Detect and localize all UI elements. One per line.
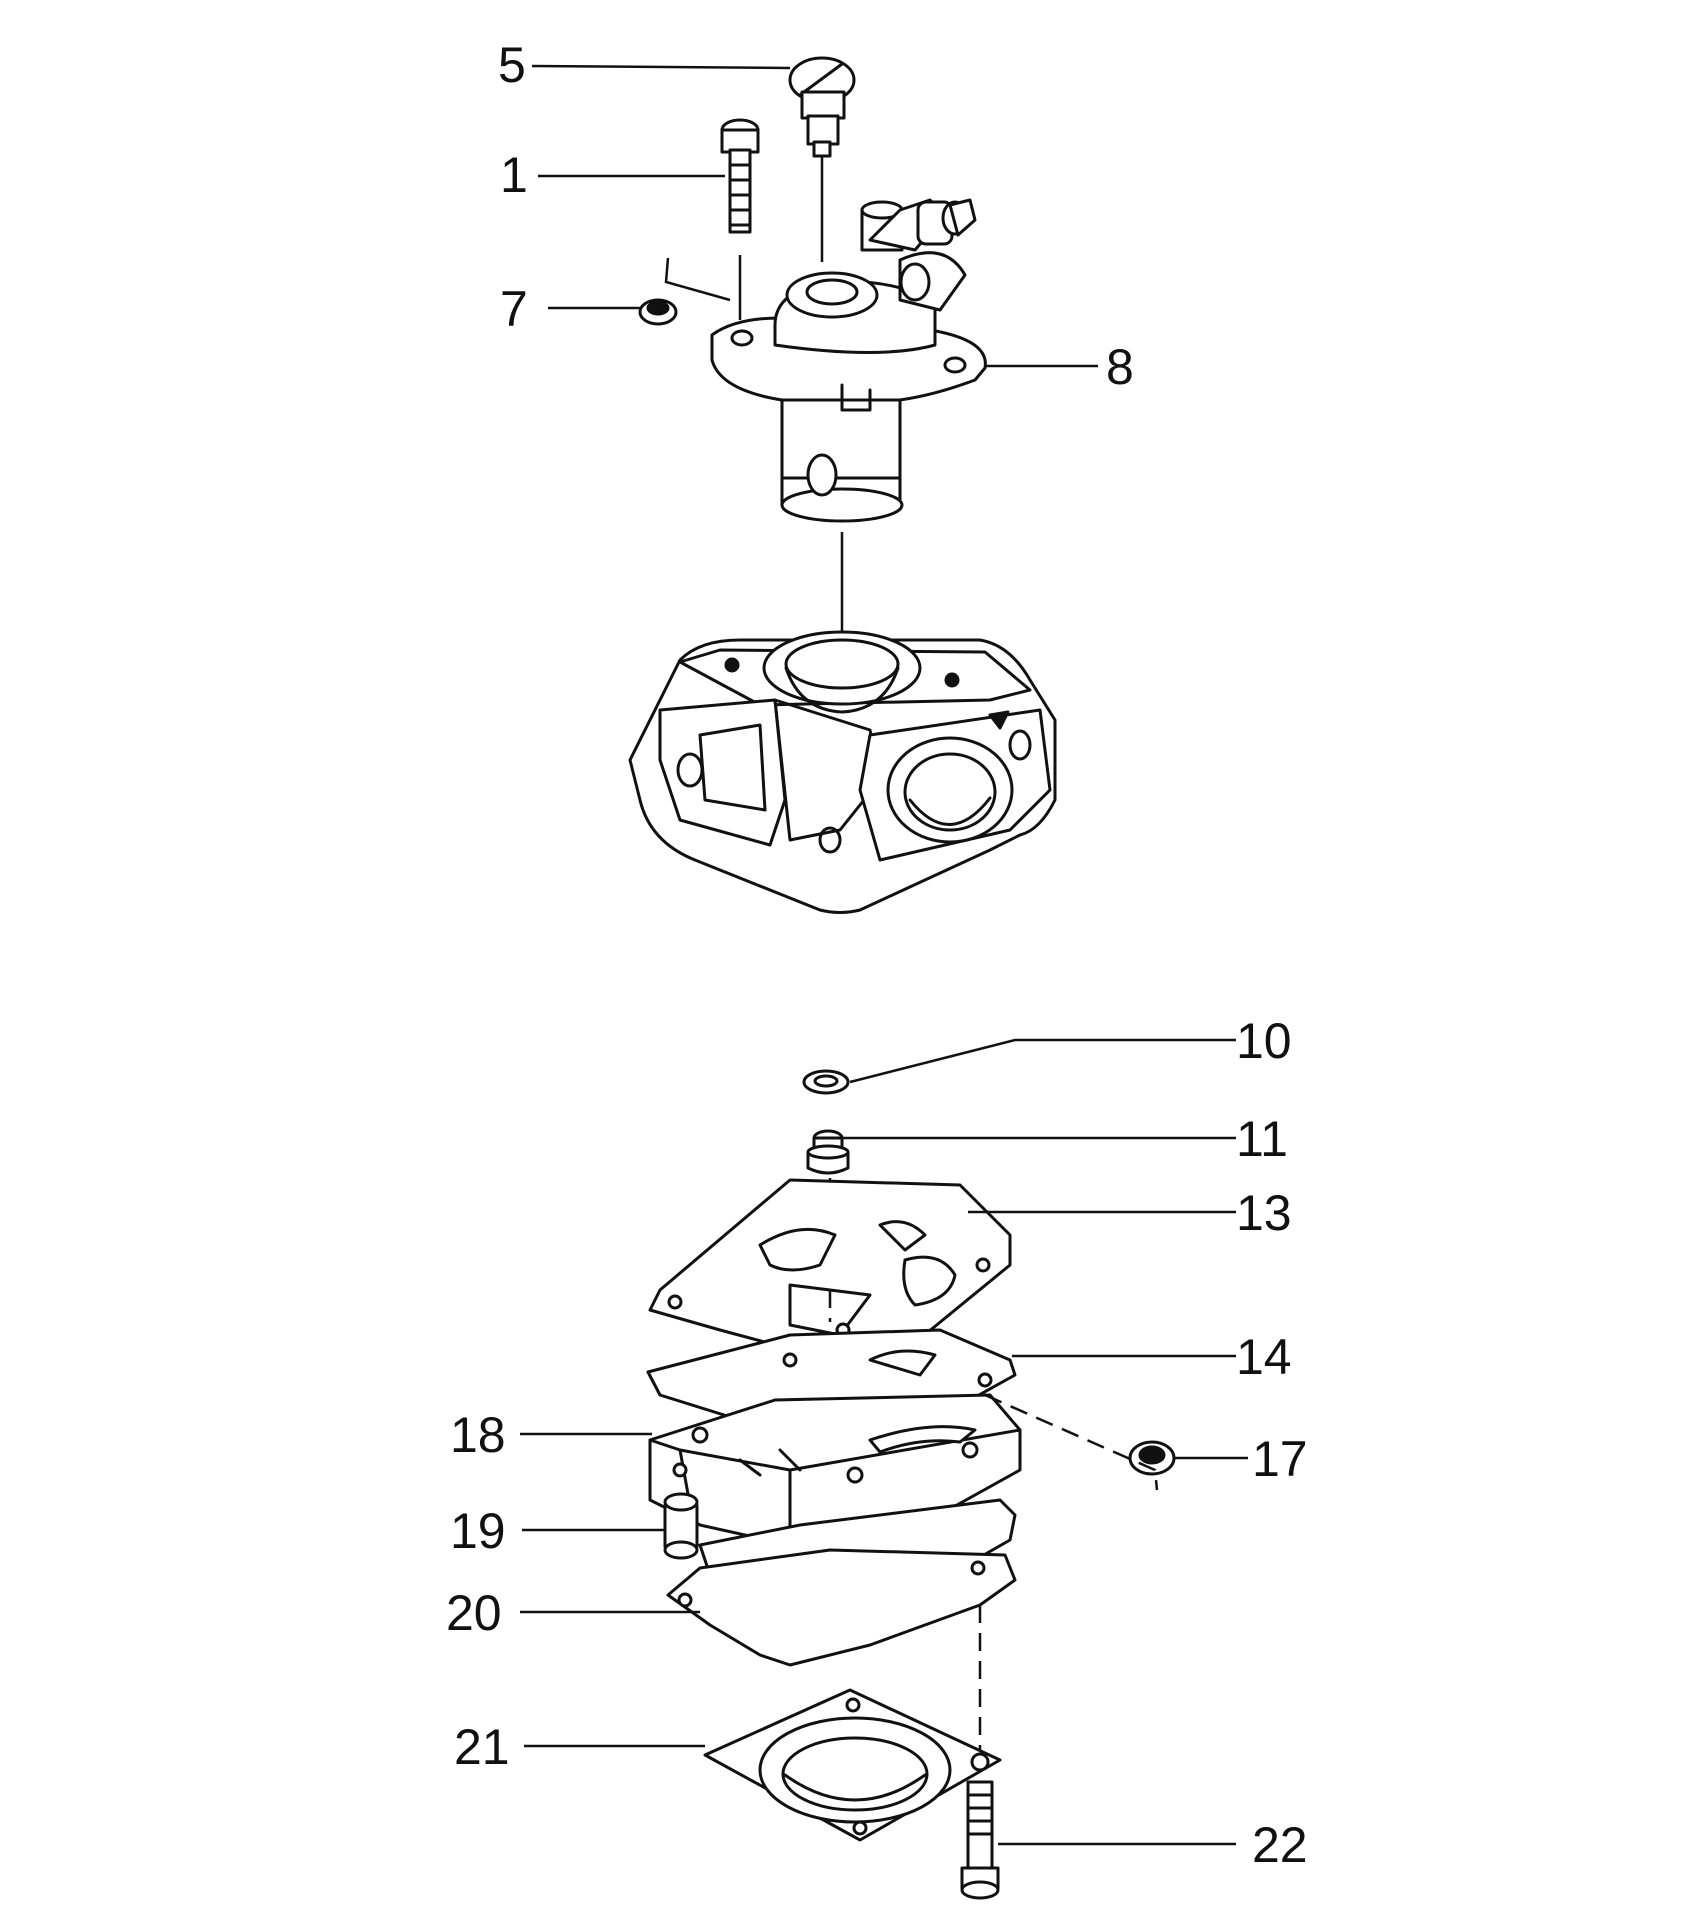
callout-21: 21 [454, 1719, 510, 1775]
part-11-plug[interactable] [806, 1129, 850, 1175]
callout-22: 22 [1252, 1817, 1308, 1873]
part-1-screw[interactable] [720, 118, 760, 234]
part-18-pump-body[interactable] [648, 1393, 1022, 1547]
callout-10: 10 [1236, 1013, 1292, 1069]
part-20-gasket[interactable] [666, 1548, 1017, 1667]
callout-7: 7 [500, 281, 528, 337]
callout-19: 19 [450, 1503, 506, 1559]
callout-20: 20 [446, 1585, 502, 1641]
part-8-top-housing[interactable] [710, 198, 987, 523]
part-13-gasket[interactable] [648, 1178, 1012, 1367]
leader-5 [531, 64, 791, 70]
callout-17: 17 [1252, 1431, 1308, 1487]
leader-7-axis [664, 257, 731, 302]
part-22-bolt[interactable] [960, 1780, 1000, 1900]
callout-5: 5 [498, 37, 526, 93]
part-10-washer[interactable] [802, 1069, 850, 1095]
part-21-cover-plate[interactable] [703, 1688, 1002, 1842]
part-5-adjust-screw[interactable] [788, 56, 856, 158]
callout-11: 11 [1236, 1111, 1288, 1167]
callout-13: 13 [1236, 1185, 1292, 1241]
part-19-nipple[interactable] [663, 1492, 699, 1560]
callout-14: 14 [1236, 1329, 1292, 1385]
callout-18: 18 [450, 1407, 506, 1463]
callout-1: 1 [500, 147, 528, 203]
part-17-cap[interactable] [1128, 1440, 1176, 1476]
leader-17-axis [984, 1393, 1159, 1491]
callout-8: 8 [1106, 339, 1134, 395]
carburetor-body[interactable] [628, 630, 1057, 914]
part-7-cap[interactable] [638, 298, 678, 326]
leader-10 [849, 1038, 1236, 1084]
